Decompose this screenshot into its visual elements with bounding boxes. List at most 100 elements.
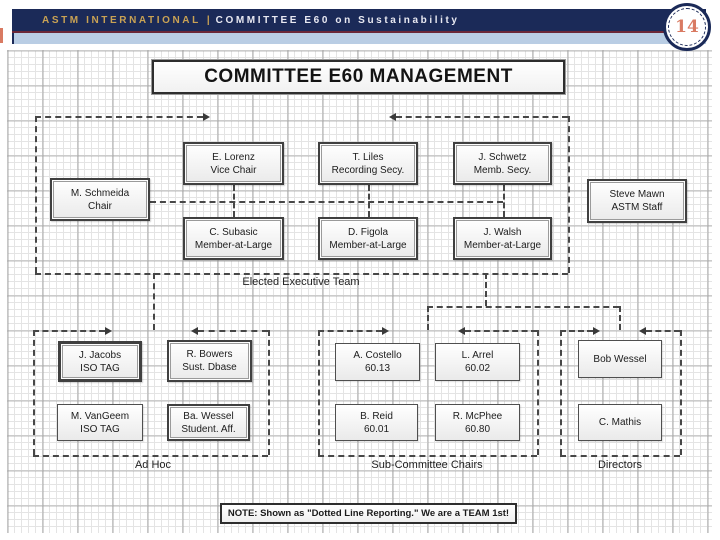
node-name: A. Costello — [353, 350, 402, 361]
drop-to-mid-bus — [485, 273, 487, 306]
directors-top-arrow-right-icon — [593, 327, 600, 335]
header-brand: ASTM INTERNATIONAL — [42, 14, 201, 26]
subcommittee-top-arrow-left-icon — [458, 327, 465, 335]
node-name: E. Lorenz — [212, 151, 255, 163]
node-role: Member-at-Large — [329, 239, 407, 251]
subcommittee-border-left — [318, 330, 320, 455]
header-bar: ASTM INTERNATIONAL | COMMITTEE E60 on Su… — [12, 9, 706, 31]
group-label-executive: Elected Executive Team — [242, 276, 360, 288]
exec-top-arrow-left-icon — [389, 113, 396, 121]
chart-title: COMMITTEE E60 MANAGEMENT — [204, 66, 513, 87]
node-name: R. McPhee — [452, 410, 503, 422]
ribbon-edge-decoration — [0, 28, 3, 43]
node-name: J. Jacobs — [78, 349, 122, 361]
org-node-recording-secy: T. Liles Recording Secy. — [318, 142, 418, 185]
chart-title-box: COMMITTEE E60 MANAGEMENT — [151, 59, 566, 95]
group-label-directors: Directors — [597, 459, 643, 471]
node-name: Ba. Wessel — [183, 410, 234, 422]
adhoc-border-top-right — [198, 330, 268, 332]
header-separator: | — [206, 14, 210, 26]
node-name: Bob Wessel — [593, 353, 647, 365]
directors-border-top-right — [646, 330, 680, 332]
org-node-iso-tag-1: J. Jacobs ISO TAG — [58, 341, 142, 382]
node-role: Sust. Dbase — [182, 362, 237, 373]
adhoc-border-left — [33, 330, 35, 455]
directors-border-bottom — [560, 455, 680, 457]
header-strip — [12, 33, 706, 44]
grid-canvas — [7, 50, 712, 533]
node-name: C. Subasic — [209, 226, 258, 238]
exec-top-arrow-right-icon — [203, 113, 210, 121]
node-role: 60.80 — [464, 423, 491, 435]
adhoc-border-right — [268, 330, 270, 455]
adhoc-border-top-left — [33, 330, 105, 332]
node-role: 60.02 — [464, 363, 491, 374]
exec-border-top-left — [35, 116, 203, 118]
node-name: J. Walsh — [483, 226, 522, 238]
adhoc-border-bottom — [33, 455, 268, 457]
exec-border-top-right — [396, 116, 568, 118]
org-node-astm-staff: Steve Mawn ASTM Staff — [587, 179, 687, 223]
org-node-bob-wessel: Bob Wessel — [578, 340, 662, 378]
org-node-member-at-large-3: J. Walsh Member-at-Large — [453, 217, 552, 260]
page-number-badge: 14 — [663, 3, 711, 51]
org-node-member-at-large-2: D. Figola Member-at-Large — [318, 217, 418, 260]
org-node-c-mathis: C. Mathis — [578, 404, 662, 441]
node-role: Member-at-Large — [194, 239, 273, 251]
exec-connector-stub-1 — [233, 185, 235, 217]
subcommittee-border-top-right — [465, 330, 537, 332]
adhoc-top-arrow-right-icon — [105, 327, 112, 335]
node-role: ISO TAG — [80, 362, 120, 374]
directors-border-top-left — [560, 330, 593, 332]
drop-to-adhoc — [153, 273, 155, 330]
node-name: M. VanGeem — [70, 410, 130, 422]
org-node-chair: M. Schmeida Chair — [50, 178, 150, 221]
org-node-60-13: A. Costello 60.13 — [335, 343, 420, 381]
mid-bus-horizontal — [427, 306, 619, 308]
node-name: R. Bowers — [186, 349, 233, 360]
exec-connector-horizontal — [150, 201, 503, 203]
node-name: J. Schwetz — [478, 151, 527, 163]
group-label-subcommittee: Sub-Committee Chairs — [371, 459, 483, 471]
directors-top-arrow-left-icon — [639, 327, 646, 335]
page-number-badge-ring: 14 — [668, 8, 706, 46]
node-role: Student. Aff. — [181, 423, 236, 435]
header-subtitle: COMMITTEE E60 on Sustainability — [215, 14, 460, 26]
directors-border-right — [680, 330, 682, 455]
node-role: Member-at-Large — [463, 239, 542, 251]
node-role: Memb. Secy. — [473, 164, 532, 176]
note-text: NOTE: Shown as "Dotted Line Reporting." … — [227, 508, 510, 519]
directors-border-left — [560, 330, 562, 455]
org-node-vice-chair: E. Lorenz Vice Chair — [183, 142, 284, 185]
node-role: Chair — [88, 200, 112, 212]
exec-connector-stub-2 — [368, 185, 370, 217]
node-name: M. Schmeida — [70, 187, 130, 199]
drop-to-directors — [619, 306, 621, 330]
page-number: 14 — [675, 17, 699, 37]
org-node-60-02: L. Arrel 60.02 — [435, 343, 520, 381]
org-node-sust-dbase: R. Bowers Sust. Dbase — [167, 340, 252, 382]
subcommittee-border-bottom — [318, 455, 537, 457]
org-node-60-80: R. McPhee 60.80 — [435, 404, 520, 441]
exec-connector-stub-3 — [503, 185, 505, 217]
group-label-adhoc: Ad Hoc — [134, 459, 172, 471]
subcommittee-border-top-left — [318, 330, 382, 332]
exec-border-right — [568, 116, 570, 273]
org-node-60-01: B. Reid 60.01 — [335, 404, 418, 441]
note-box: NOTE: Shown as "Dotted Line Reporting." … — [220, 503, 517, 524]
exec-border-left — [35, 116, 37, 273]
org-node-student-aff: Ba. Wessel Student. Aff. — [167, 404, 250, 441]
node-role: 60.01 — [363, 423, 390, 435]
node-role: ISO TAG — [80, 423, 120, 435]
node-name: D. Figola — [347, 226, 388, 238]
node-role: ASTM Staff — [611, 202, 663, 213]
node-role: Vice Chair — [210, 164, 257, 176]
drop-to-subcommittee — [427, 306, 429, 330]
node-name: T. Liles — [352, 151, 384, 163]
org-node-iso-tag-2: M. VanGeem ISO TAG — [57, 404, 143, 441]
subcommittee-border-right — [537, 330, 539, 455]
exec-border-bottom — [35, 273, 568, 275]
org-node-member-at-large-1: C. Subasic Member-at-Large — [183, 217, 284, 260]
org-node-memb-secy: J. Schwetz Memb. Secy. — [453, 142, 552, 185]
